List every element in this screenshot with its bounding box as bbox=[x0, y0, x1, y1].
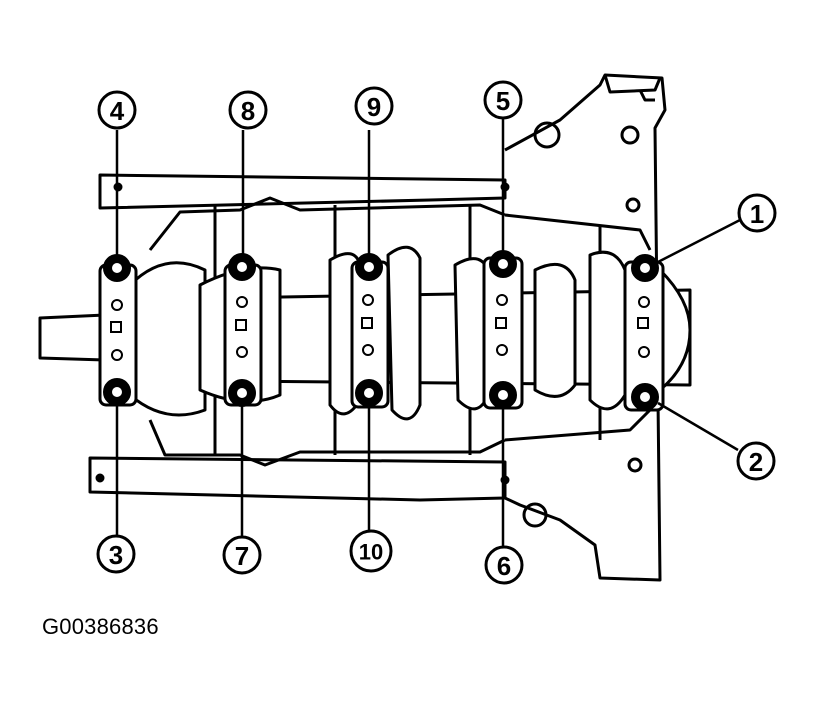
callout-label-9: 9 bbox=[367, 92, 381, 122]
callout-label-5: 5 bbox=[496, 86, 510, 116]
callout-circle-5 bbox=[483, 80, 523, 120]
bolt-10 bbox=[355, 379, 383, 407]
callout-circle-1 bbox=[737, 193, 777, 233]
callout-label-1: 1 bbox=[750, 199, 764, 229]
callout-circle-3 bbox=[96, 534, 136, 574]
figure-id: G00386836 bbox=[42, 614, 159, 639]
bolt-2 bbox=[631, 383, 659, 411]
callout-circle-4 bbox=[97, 90, 137, 130]
callout-label-7: 7 bbox=[235, 541, 249, 571]
bolt-3 bbox=[103, 378, 131, 406]
callout-circle-6 bbox=[484, 545, 524, 585]
bolt-1 bbox=[631, 254, 659, 282]
callout-circle-8 bbox=[228, 90, 268, 130]
callout-label-4: 4 bbox=[110, 96, 125, 126]
bolt-8 bbox=[228, 253, 256, 281]
callout-labels: 1 2 3 4 5 6 7 8 9 10 bbox=[109, 86, 764, 581]
callout-label-3: 3 bbox=[109, 540, 123, 570]
callout-circle-7 bbox=[222, 535, 262, 575]
callout-markers bbox=[96, 80, 777, 585]
bolt-5 bbox=[489, 250, 517, 278]
bolt-6 bbox=[489, 381, 517, 409]
callout-label-2: 2 bbox=[749, 447, 763, 477]
callout-label-8: 8 bbox=[241, 96, 255, 126]
bolt-9 bbox=[355, 253, 383, 281]
bearing-cap-bolts bbox=[103, 250, 659, 411]
callout-circle-10 bbox=[349, 529, 393, 573]
leader-lines bbox=[115, 118, 741, 548]
bolt-4 bbox=[103, 254, 131, 282]
callout-circle-9 bbox=[354, 86, 394, 126]
callout-label-10: 10 bbox=[359, 540, 383, 565]
callout-label-6: 6 bbox=[497, 551, 511, 581]
callout-circle-2 bbox=[736, 441, 776, 481]
bolt-7 bbox=[228, 379, 256, 407]
